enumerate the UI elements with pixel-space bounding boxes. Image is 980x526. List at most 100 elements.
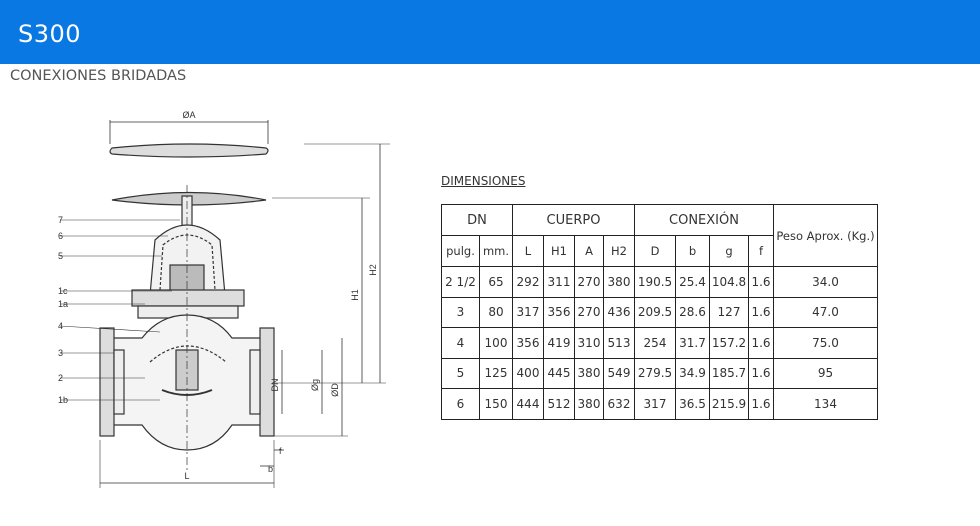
label-h2: H2	[368, 264, 378, 276]
table-cell: 104.8	[709, 266, 749, 298]
col-header: H1	[543, 235, 575, 267]
table-cell: 444	[512, 388, 544, 420]
group-cuerpo: CUERPO	[512, 204, 635, 236]
table-cell: 3	[441, 296, 480, 328]
table-cell: 356	[512, 327, 544, 359]
table-row: 6 150 444 512 380 632 317 36.5 215.9 1.6…	[441, 388, 878, 420]
table-cell: 317	[512, 296, 544, 328]
label-b: b	[268, 464, 273, 474]
col-header: D	[634, 235, 676, 267]
dimensions-heading: DIMENSIONES	[441, 174, 526, 188]
table-cell: 134	[773, 388, 878, 420]
table-cell: 311	[543, 266, 575, 298]
table-cell: 47.0	[773, 296, 878, 328]
table-cell: 31.7	[675, 327, 710, 359]
group-peso: Peso Aprox. (Kg.)	[773, 204, 878, 267]
col-header: L	[512, 235, 544, 267]
section-title: CONEXIONES BRIDADAS	[10, 68, 187, 84]
table-row: 4 100 356 419 310 513 254 31.7 157.2 1.6…	[441, 327, 878, 359]
table-cell: 292	[512, 266, 544, 298]
part-label: 3	[58, 348, 63, 358]
table-cell: 190.5	[634, 266, 676, 298]
table-cell: 380	[603, 266, 635, 298]
col-header: f	[748, 235, 774, 267]
part-label: 6	[58, 231, 63, 241]
table-cell: 512	[543, 388, 575, 420]
label-g: Øg	[310, 379, 320, 391]
table-cell: 1.6	[748, 357, 774, 389]
header-bar: S300	[0, 0, 980, 64]
table-cell: 317	[634, 388, 676, 420]
table-cell: 1.6	[748, 327, 774, 359]
col-header: H2	[603, 235, 635, 267]
table-cell: 125	[479, 357, 513, 389]
table-cell: 34.9	[675, 357, 710, 389]
table-cell: 356	[543, 296, 575, 328]
label-dn: DN	[270, 379, 280, 392]
table-cell: 80	[479, 296, 513, 328]
part-label: 1b	[58, 395, 68, 405]
table-row: 2 1/2 65 292 311 270 380 190.5 25.4 104.…	[441, 266, 878, 298]
col-header: A	[574, 235, 604, 267]
table-cell: 380	[574, 388, 604, 420]
label-f: f	[279, 446, 282, 456]
table-group-header-row: DN CUERPO CONEXIÓN Peso Aprox. (Kg.)	[441, 204, 878, 267]
part-label: 5	[58, 251, 63, 261]
part-label: 4	[58, 321, 63, 331]
col-header: b	[675, 235, 710, 267]
table-cell: 5	[441, 357, 480, 389]
table-cell: 185.7	[709, 357, 749, 389]
col-header: g	[709, 235, 749, 267]
table-cell: 1.6	[748, 388, 774, 420]
table-cell: 127	[709, 296, 749, 328]
table-cell: 157.2	[709, 327, 749, 359]
table-cell: 400	[512, 357, 544, 389]
col-header: mm.	[479, 235, 513, 267]
table-cell: 2 1/2	[441, 266, 480, 298]
table-cell: 1.6	[748, 266, 774, 298]
table-cell: 65	[479, 266, 513, 298]
group-conexion: CONEXIÓN	[634, 204, 774, 236]
table-cell: 209.5	[634, 296, 676, 328]
table-cell: 270	[574, 296, 604, 328]
table-cell: 28.6	[675, 296, 710, 328]
table-cell: 34.0	[773, 266, 878, 298]
table-row: 3 80 317 356 270 436 209.5 28.6 127 1.6 …	[441, 296, 878, 328]
table-cell: 549	[603, 357, 635, 389]
table-cell: 380	[574, 357, 604, 389]
table-cell: 100	[479, 327, 513, 359]
group-dn: DN	[441, 204, 513, 236]
table-cell: 419	[543, 327, 575, 359]
part-label: 2	[58, 373, 63, 383]
table-cell: 254	[634, 327, 676, 359]
part-label: 7	[58, 215, 63, 225]
table-cell: 279.5	[634, 357, 676, 389]
table-cell: 632	[603, 388, 635, 420]
table-cell: 1.6	[748, 296, 774, 328]
table-cell: 95	[773, 357, 878, 389]
table-cell: 4	[441, 327, 480, 359]
table-cell: 445	[543, 357, 575, 389]
table-cell: 75.0	[773, 327, 878, 359]
table-cell: 436	[603, 296, 635, 328]
table-cell: 270	[574, 266, 604, 298]
dimensions-table: DN CUERPO CONEXIÓN Peso Aprox. (Kg.) pul…	[441, 204, 878, 420]
table-cell: 310	[574, 327, 604, 359]
table-cell: 25.4	[675, 266, 710, 298]
table-cell: 36.5	[675, 388, 710, 420]
table-subheader-row: pulg. mm. L H1 A H2 D b g f	[441, 235, 878, 267]
label-dia-a: ØA	[182, 110, 195, 120]
part-label: 1a	[58, 299, 68, 309]
table-cell: 6	[441, 388, 480, 420]
label-l: L	[184, 471, 189, 481]
label-h1: H1	[350, 289, 360, 301]
valve-drawing: ØA H2 H1 DN Øg ØD L b f 7 6 5 1c 1a 4 3 …	[58, 110, 390, 488]
label-d: ØD	[330, 383, 340, 397]
page-title: S300	[18, 20, 82, 48]
table-row: 5 125 400 445 380 549 279.5 34.9 185.7 1…	[441, 357, 878, 389]
table-cell: 215.9	[709, 388, 749, 420]
table-cell: 150	[479, 388, 513, 420]
col-header: pulg.	[441, 235, 480, 267]
table-cell: 513	[603, 327, 635, 359]
part-label: 1c	[58, 286, 68, 296]
